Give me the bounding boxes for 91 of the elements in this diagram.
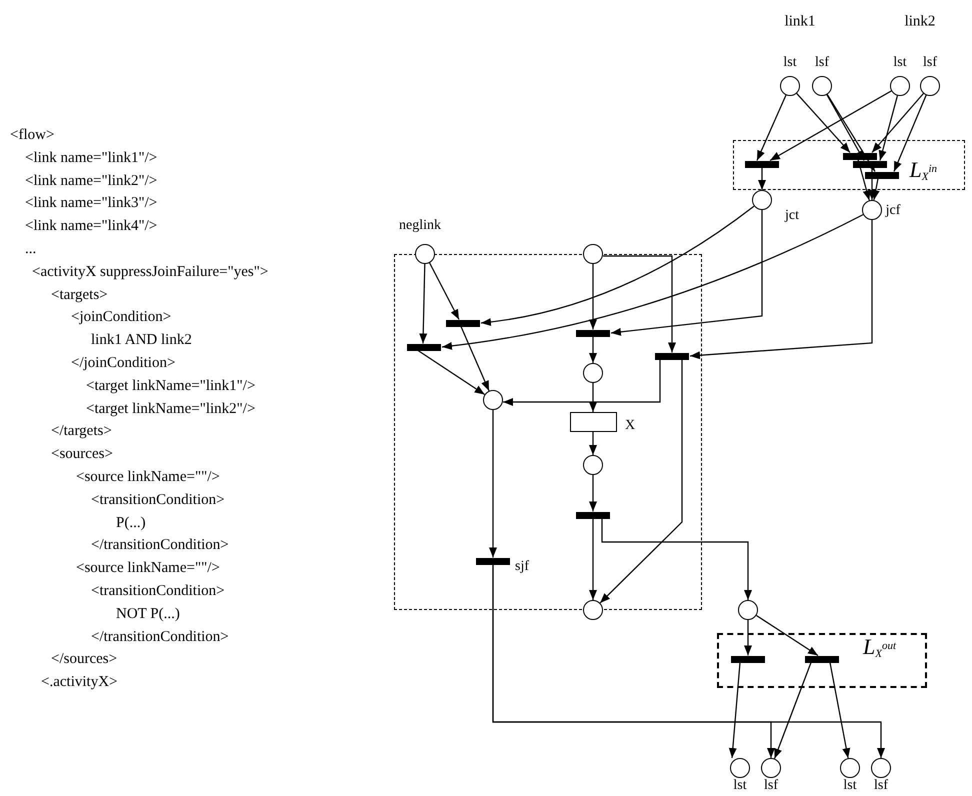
code-line: <sources>	[51, 447, 113, 462]
transition-bar	[853, 160, 887, 168]
place-label: jcf	[886, 204, 900, 218]
code-line: <target linkName="link1"/>	[86, 378, 256, 394]
arrow	[419, 264, 428, 344]
code-line: <source linkName=""/>	[76, 561, 220, 576]
code-line: ...	[25, 242, 36, 257]
arrow	[868, 168, 876, 200]
transition-bar	[446, 320, 480, 326]
arrow	[600, 360, 683, 604]
arrow	[744, 620, 752, 656]
transition-bar	[745, 160, 779, 168]
link-label: link1	[784, 14, 816, 30]
arrow	[872, 178, 880, 200]
arrow	[589, 264, 597, 330]
place-label: lsf	[923, 56, 937, 70]
arrow	[489, 410, 497, 558]
arrow	[601, 518, 752, 600]
arrow	[893, 94, 927, 172]
code-line: <flow>	[10, 128, 54, 143]
place-label: lsf	[764, 779, 778, 793]
transition-bar	[843, 152, 877, 160]
transition-bar	[655, 352, 689, 360]
transition-bar	[576, 330, 610, 336]
place-label: lsf	[815, 56, 829, 70]
arrow	[610, 210, 763, 336]
arrow	[480, 206, 754, 326]
code-line: </transitionCondition>	[91, 630, 229, 645]
transition-bar	[576, 512, 610, 518]
code-line: <targets>	[51, 288, 108, 303]
place-label: lst	[783, 56, 797, 70]
code-line: link1 AND link2	[91, 333, 192, 348]
code-line: NOT P(...)	[116, 606, 180, 622]
arrow	[460, 326, 490, 392]
dashed-boundary	[733, 140, 965, 190]
arrow	[492, 564, 885, 758]
transition-bar	[407, 344, 441, 350]
arrow	[826, 94, 865, 161]
arrow	[878, 96, 898, 161]
code-line: </sources>	[51, 652, 118, 668]
code-line: <source linkName=""/>	[76, 470, 220, 485]
code-line: <link name="link3"/>	[25, 196, 158, 212]
code-line: <link name="link2"/>	[25, 174, 158, 189]
transition-bar	[865, 172, 899, 178]
code-line: <transitionCondition>	[91, 492, 225, 508]
place-label: sjf	[515, 560, 529, 574]
place-label: lst	[893, 56, 907, 70]
arrow	[770, 90, 892, 162]
arrow	[756, 614, 818, 656]
arrow	[589, 383, 597, 412]
code-line: <link name="link1"/>	[25, 150, 158, 166]
arrow	[758, 168, 766, 190]
arrow	[589, 518, 597, 600]
arrow	[603, 255, 676, 352]
arrow	[589, 336, 597, 363]
activity-box	[570, 412, 616, 432]
arrow	[796, 93, 850, 153]
link-label: link2	[904, 14, 936, 30]
transition-bar	[731, 656, 765, 662]
place-label: X	[624, 419, 636, 433]
code-line: P(...)	[116, 516, 146, 531]
code-line: </targets>	[51, 424, 112, 440]
code-line: <joinCondition>	[71, 310, 172, 326]
arrow	[872, 93, 924, 153]
arrow	[728, 662, 741, 758]
dashed-boundary	[717, 632, 927, 688]
arrow	[589, 432, 597, 455]
place-label: neglink	[399, 219, 441, 233]
code-line: </transitionCondition>	[91, 538, 229, 554]
code-line: <link name="link4"/>	[25, 219, 158, 234]
arrow	[829, 662, 850, 758]
transition-bar	[805, 656, 839, 662]
arrow	[857, 159, 870, 201]
code-line: <activityX suppressJoinFailure="yes">	[32, 264, 268, 280]
arrow	[442, 214, 864, 350]
arrow	[690, 220, 873, 360]
arrow	[503, 360, 661, 406]
code-line: <.activityX>	[41, 675, 118, 690]
code-line: <target linkName="link2"/>	[86, 402, 256, 417]
arrow	[429, 262, 460, 320]
place-label: lsf	[874, 779, 888, 793]
place-label: lst	[733, 779, 747, 793]
arrow	[756, 94, 786, 161]
code-line: <transitionCondition>	[91, 584, 225, 599]
place-label: jct	[785, 209, 799, 223]
arrow	[774, 662, 812, 759]
arrow	[589, 475, 597, 512]
transition-bar	[476, 558, 510, 564]
place-label: lst	[843, 779, 857, 793]
code-line: </joinCondition>	[71, 356, 176, 371]
arrow	[418, 350, 485, 395]
